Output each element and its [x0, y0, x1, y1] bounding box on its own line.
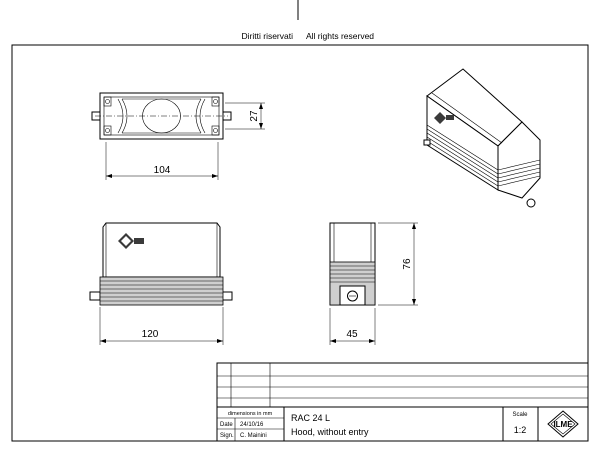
rights-reserved-it: Diritti riservati	[242, 31, 294, 41]
scale-label: Scale	[512, 412, 528, 418]
units-note: dimensions in mm	[228, 411, 273, 417]
top-view	[91, 92, 232, 140]
isometric-screw-icon	[526, 198, 536, 208]
front-width-dimension: 120	[99, 307, 224, 345]
side-height-dimension: 76	[378, 222, 418, 306]
side-view	[329, 222, 376, 306]
logo-text: ILME	[553, 420, 573, 429]
title-block-frame	[216, 362, 589, 442]
date-label: Date	[220, 422, 233, 428]
isometric-logo-icon	[434, 112, 454, 124]
dim-76: 76	[402, 258, 413, 270]
dim-45: 45	[346, 329, 358, 340]
front-left-screw	[89, 291, 101, 301]
title-block	[216, 362, 589, 442]
isometric-view	[423, 68, 541, 208]
dim-104: 104	[154, 165, 171, 176]
ilme-logo-icon: ILME	[547, 410, 579, 438]
top-width-dimension: 104	[105, 142, 219, 180]
front-logo-icon	[118, 233, 144, 249]
rights-reserved-en: All rights reserved	[306, 31, 374, 41]
part-description: Hood, without entry	[291, 427, 369, 437]
sign-label: Sign.	[220, 433, 234, 439]
side-width-dimension: 45	[329, 308, 376, 345]
part-code: RAC 24 L	[291, 413, 330, 423]
scale-value: 1:2	[514, 425, 527, 435]
sign-value: C. Mainini	[240, 433, 267, 439]
dim-120: 120	[142, 329, 159, 340]
dim-27: 27	[249, 110, 260, 122]
front-view	[89, 222, 233, 306]
front-hood	[102, 222, 221, 278]
top-height-dimension: 27	[225, 102, 265, 130]
front-right-screw	[221, 291, 233, 301]
front-ribbed-base	[99, 276, 224, 306]
date-value: 24/10/16	[240, 422, 264, 428]
